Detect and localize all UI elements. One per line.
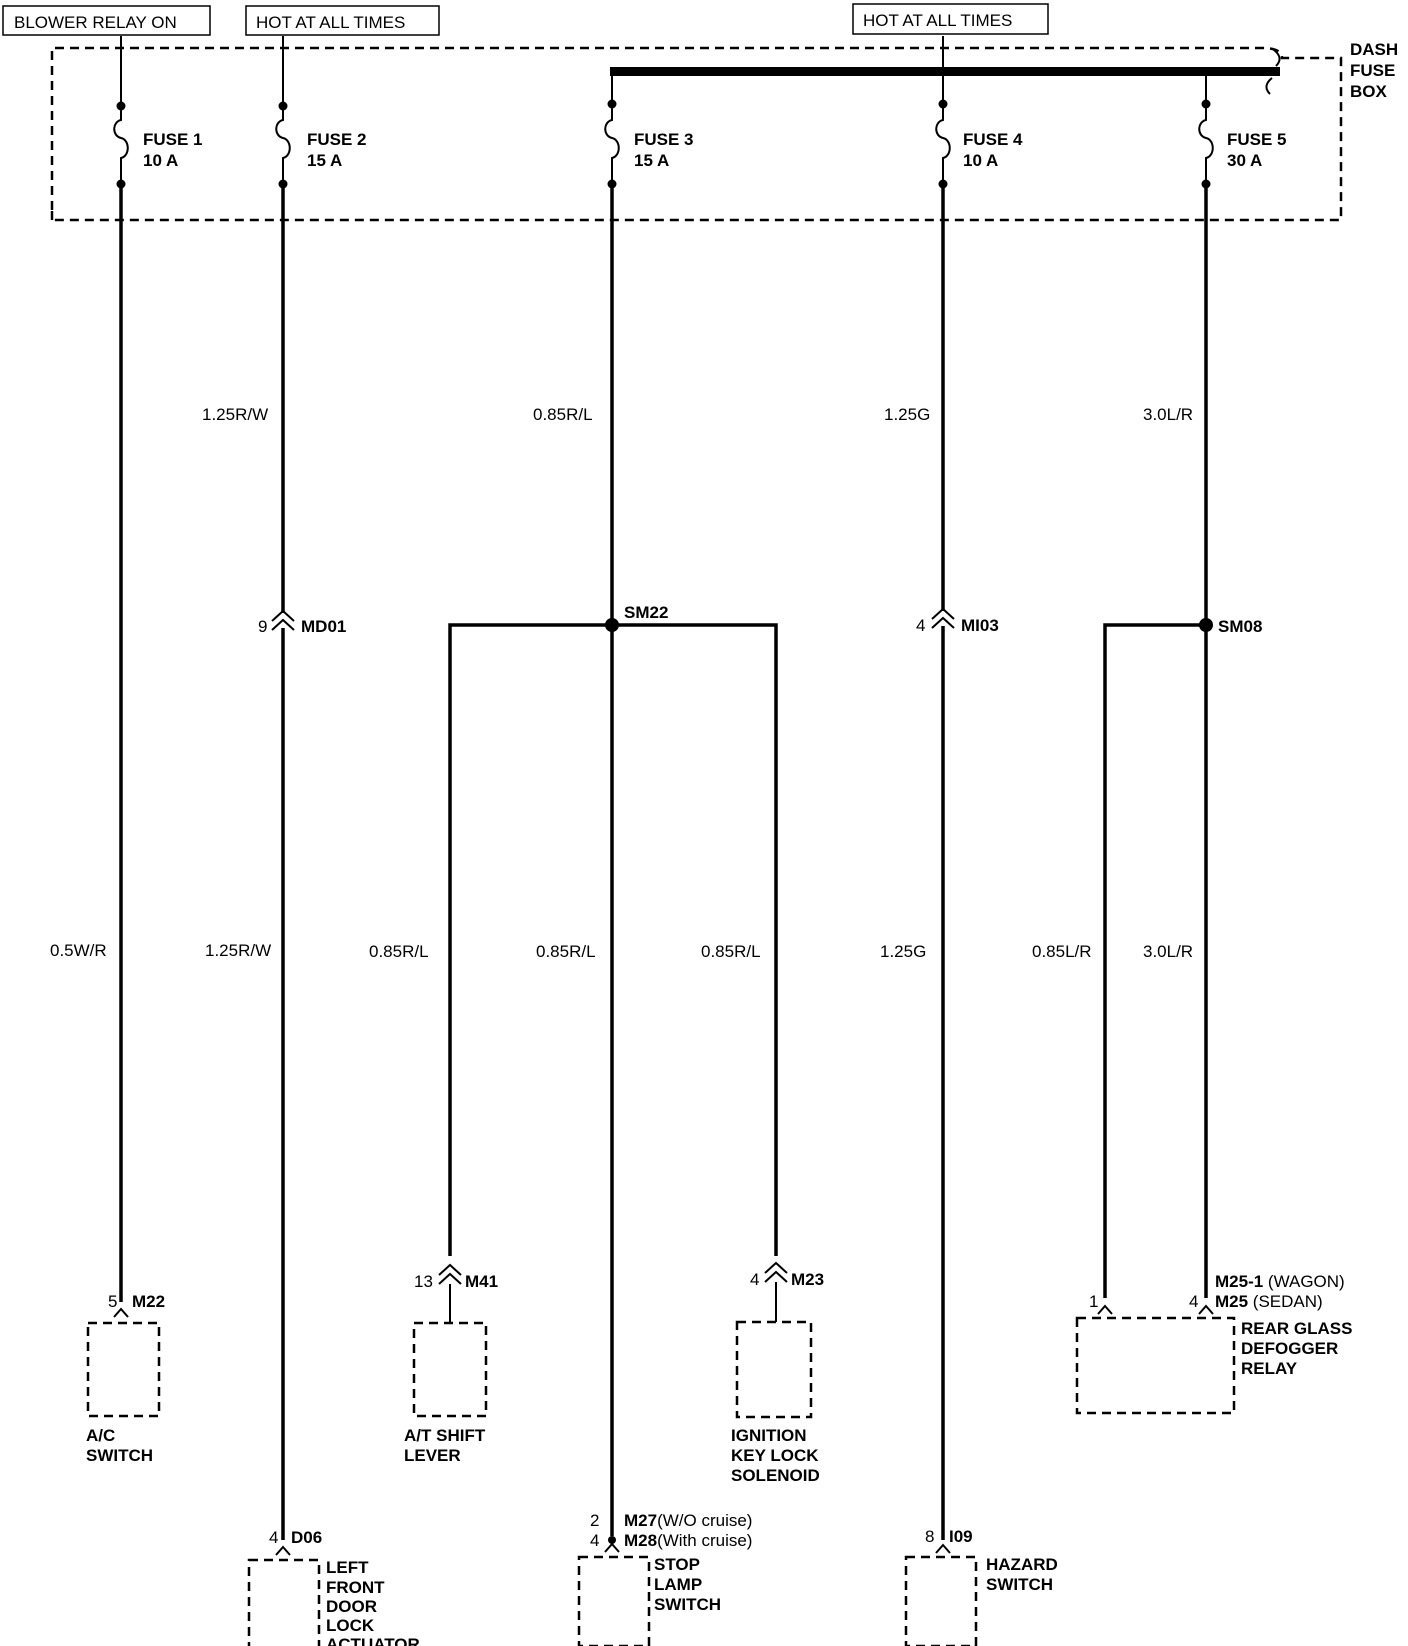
wire-label-hazard: 1.25G: [880, 942, 926, 961]
svg-text:2: 2: [590, 1511, 599, 1530]
wire-label-door: 1.25R/W: [205, 941, 271, 960]
fuse-box-label-fuse: FUSE: [1350, 61, 1395, 80]
svg-text:FUSE 1: FUSE 1: [143, 130, 203, 149]
svg-text:13: 13: [414, 1272, 433, 1291]
svg-text:FUSE 3: FUSE 3: [634, 130, 694, 149]
wire-label-upper-fuse4: 1.25G: [884, 405, 930, 424]
svg-text:DEFOGGER: DEFOGGER: [1241, 1339, 1338, 1358]
fuse-4: FUSE 4 10 A: [935, 76, 1023, 189]
svg-text:FUSE 4: FUSE 4: [963, 130, 1023, 149]
svg-text:KEY LOCK: KEY LOCK: [731, 1446, 819, 1465]
bus-bar: [610, 36, 1281, 95]
svg-text:A/C: A/C: [86, 1426, 115, 1445]
fuse-box-label-dash: DASH: [1350, 40, 1398, 59]
svg-text:I09: I09: [949, 1527, 973, 1546]
source-blower-relay-on: BLOWER RELAY ON: [2, 5, 211, 36]
wire-label-upper-fuse3: 0.85R/L: [533, 405, 593, 424]
svg-text:M25-1 (WAGON): M25-1 (WAGON): [1215, 1272, 1345, 1291]
svg-text:4: 4: [1189, 1292, 1198, 1311]
svg-text:4: 4: [750, 1270, 759, 1289]
svg-text:HAZARD: HAZARD: [986, 1555, 1058, 1574]
source-hot-at-all-times-2: HOT AT ALL TIMES: [852, 3, 1049, 35]
svg-text:REAR GLASS: REAR GLASS: [1241, 1319, 1352, 1338]
svg-text:STOP: STOP: [654, 1555, 700, 1574]
svg-text:M28(With cruise): M28(With cruise): [624, 1531, 752, 1550]
wire-label-upper-fuse5: 3.0L/R: [1143, 405, 1193, 424]
svg-text:FUSE 2: FUSE 2: [307, 130, 367, 149]
component-stop-lamp-switch: 2 4 M27(W/O cruise) M28(With cruise) STO…: [577, 1511, 752, 1646]
svg-text:BLOWER RELAY ON: BLOWER RELAY ON: [14, 13, 177, 32]
connector-mi03: 4 MI03: [916, 607, 999, 635]
wire-label-ignition: 0.85R/L: [701, 942, 761, 961]
svg-text:LEFT: LEFT: [326, 1558, 369, 1577]
source-hot-at-all-times-1: HOT AT ALL TIMES: [245, 5, 440, 36]
svg-text:SOLENOID: SOLENOID: [731, 1466, 820, 1485]
svg-text:FRONT: FRONT: [326, 1578, 385, 1597]
svg-text:D06: D06: [291, 1528, 322, 1547]
svg-text:HOT AT ALL TIMES: HOT AT ALL TIMES: [863, 11, 1012, 30]
svg-text:M41: M41: [465, 1272, 498, 1291]
branch-sm22-shift-lever: [448, 623, 612, 1256]
splice-sm22-label: SM22: [624, 603, 668, 622]
svg-text:M23: M23: [791, 1270, 824, 1289]
component-ignition-key-lock-solenoid: 4 M23 IGNITION KEY LOCK SOLENOID: [731, 1261, 824, 1485]
svg-text:SWITCH: SWITCH: [986, 1575, 1053, 1594]
wire-label-stop: 0.85R/L: [536, 942, 596, 961]
wire-label-relay-pin1: 0.85L/R: [1032, 942, 1092, 961]
svg-text:15 A: 15 A: [634, 151, 669, 170]
svg-text:M27(W/O cruise): M27(W/O cruise): [624, 1511, 752, 1530]
svg-text:15 A: 15 A: [307, 151, 342, 170]
svg-text:4: 4: [916, 616, 925, 635]
svg-text:MI03: MI03: [961, 616, 999, 635]
svg-text:5: 5: [108, 1292, 117, 1311]
svg-text:FUSE 5: FUSE 5: [1227, 130, 1287, 149]
dash-fuse-box: DASH FUSE BOX: [50, 40, 1398, 222]
svg-text:MD01: MD01: [301, 617, 346, 636]
component-hazard-switch: 8 I09 HAZARD SWITCH: [904, 1527, 1058, 1646]
svg-text:DOOR: DOOR: [326, 1597, 377, 1616]
component-door-lock-actuator: 4 D06 LEFT FRONT DOOR LOCK ACTUATOR: [247, 1528, 420, 1646]
wire-label-upper-fuse2: 1.25R/W: [202, 405, 268, 424]
svg-text:SWITCH: SWITCH: [86, 1446, 153, 1465]
svg-text:LOCK: LOCK: [326, 1616, 375, 1635]
svg-text:30 A: 30 A: [1227, 151, 1262, 170]
fuse-1: FUSE 1 10 A: [113, 36, 203, 189]
connector-md01: 9 MD01: [258, 609, 346, 636]
component-rear-glass-defogger-relay: 1 4 M25-1 (WAGON) M25 (SEDAN) REAR GLASS…: [1075, 1272, 1352, 1415]
wire-label-ac: 0.5W/R: [50, 941, 107, 960]
branch-sm08-relay-pin1: [1103, 623, 1206, 1298]
svg-text:9: 9: [258, 617, 267, 636]
svg-text:LEVER: LEVER: [404, 1446, 461, 1465]
svg-text:HOT AT ALL TIMES: HOT AT ALL TIMES: [256, 13, 405, 32]
svg-text:IGNITION: IGNITION: [731, 1426, 807, 1445]
svg-text:RELAY: RELAY: [1241, 1359, 1298, 1378]
svg-text:1: 1: [1089, 1292, 1098, 1311]
svg-text:A/T SHIFT: A/T SHIFT: [404, 1426, 486, 1445]
branch-sm22-ignition: [612, 623, 778, 1256]
fuse-box-label-box: BOX: [1350, 82, 1388, 101]
splice-sm08-dot: [1199, 618, 1213, 632]
splice-sm22-dot: [605, 618, 619, 632]
splice-sm08-label: SM08: [1218, 617, 1262, 636]
svg-text:4: 4: [590, 1531, 599, 1550]
svg-text:SWITCH: SWITCH: [654, 1595, 721, 1614]
svg-text:LAMP: LAMP: [654, 1575, 702, 1594]
svg-text:M22: M22: [132, 1292, 165, 1311]
component-ac-switch: 5 M22 A/C SWITCH: [86, 1292, 165, 1465]
fuse-3: FUSE 3 15 A: [604, 76, 694, 189]
wire-label-relay-pin4: 3.0L/R: [1143, 942, 1193, 961]
component-shift-lever: 13 M41 A/T SHIFT LEVER: [404, 1263, 498, 1465]
svg-text:10 A: 10 A: [963, 151, 998, 170]
svg-text:M25 (SEDAN): M25 (SEDAN): [1215, 1292, 1323, 1311]
svg-text:ACTUATOR: ACTUATOR: [326, 1635, 420, 1646]
svg-text:4: 4: [269, 1528, 278, 1547]
wire-label-shift: 0.85R/L: [369, 942, 429, 961]
fuse-2: FUSE 2 15 A: [275, 36, 367, 189]
svg-text:8: 8: [925, 1527, 934, 1546]
svg-text:10 A: 10 A: [143, 151, 178, 170]
fuse-5: FUSE 5 30 A: [1198, 76, 1287, 189]
